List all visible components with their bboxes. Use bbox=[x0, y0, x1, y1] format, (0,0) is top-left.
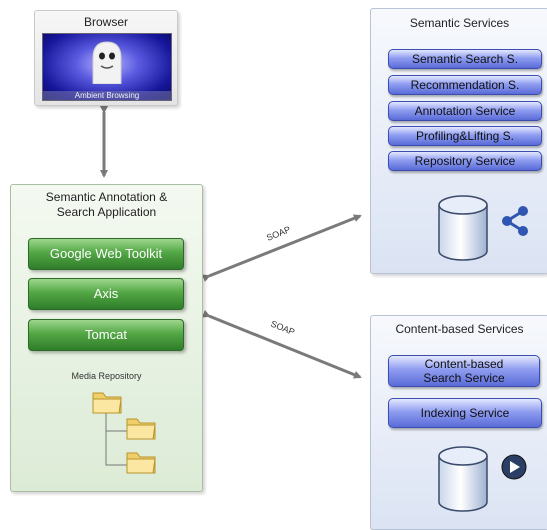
soap-label-top: SOAP bbox=[265, 224, 292, 243]
recommendation-service[interactable]: Recommendation S. bbox=[388, 75, 542, 95]
application-panel: Semantic Annotation & Search Application… bbox=[10, 184, 203, 492]
profiling-lifting-service[interactable]: Profiling&Lifting S. bbox=[388, 126, 542, 146]
mascot-icon bbox=[92, 41, 122, 84]
browser-title: Browser bbox=[83, 15, 128, 29]
indexing-service[interactable]: Indexing Service bbox=[388, 398, 542, 428]
folder-icon bbox=[126, 452, 156, 474]
media-play-icon bbox=[501, 454, 527, 480]
annotation-service[interactable]: Annotation Service bbox=[388, 101, 542, 121]
folder-icon bbox=[126, 418, 156, 440]
share-network-icon bbox=[502, 206, 528, 236]
application-title-line1: Semantic Annotation & bbox=[45, 190, 168, 204]
content-services-panel: Content-based Services Content-based Sea… bbox=[370, 315, 547, 530]
soap-label-bottom: SOAP bbox=[269, 319, 296, 338]
application-title: Semantic Annotation & Search Application bbox=[11, 190, 202, 220]
semantic-services-title: Semantic Services bbox=[409, 16, 510, 30]
tomcat-button[interactable]: Tomcat bbox=[28, 319, 184, 351]
media-repository-tree bbox=[92, 392, 156, 474]
content-search-line1: Content-based bbox=[424, 357, 504, 371]
content-search-line2: Search Service bbox=[423, 371, 505, 385]
browser-panel: Browser Ambient Browsing bbox=[34, 10, 178, 106]
content-based-search-service[interactable]: Content-based Search Service bbox=[388, 355, 540, 387]
content-services-title: Content-based Services bbox=[395, 322, 524, 336]
database-icon bbox=[438, 446, 488, 512]
axis-button[interactable]: Axis bbox=[28, 278, 184, 310]
database-icon bbox=[438, 195, 488, 261]
application-title-line2: Search Application bbox=[56, 205, 157, 219]
browser-screen: Ambient Browsing bbox=[42, 33, 172, 101]
gwt-button[interactable]: Google Web Toolkit bbox=[28, 238, 184, 270]
media-repository-label: Media Repository bbox=[71, 371, 142, 381]
browser-screen-caption: Ambient Browsing bbox=[43, 91, 171, 100]
repository-service[interactable]: Repository Service bbox=[388, 151, 542, 171]
semantic-search-service[interactable]: Semantic Search S. bbox=[388, 49, 542, 69]
soap-arrow-content bbox=[201, 310, 362, 379]
soap-arrow-semantic bbox=[201, 214, 362, 282]
semantic-services-panel: Semantic Services Semantic Search S. Rec… bbox=[370, 8, 547, 274]
folder-icon bbox=[92, 392, 122, 414]
